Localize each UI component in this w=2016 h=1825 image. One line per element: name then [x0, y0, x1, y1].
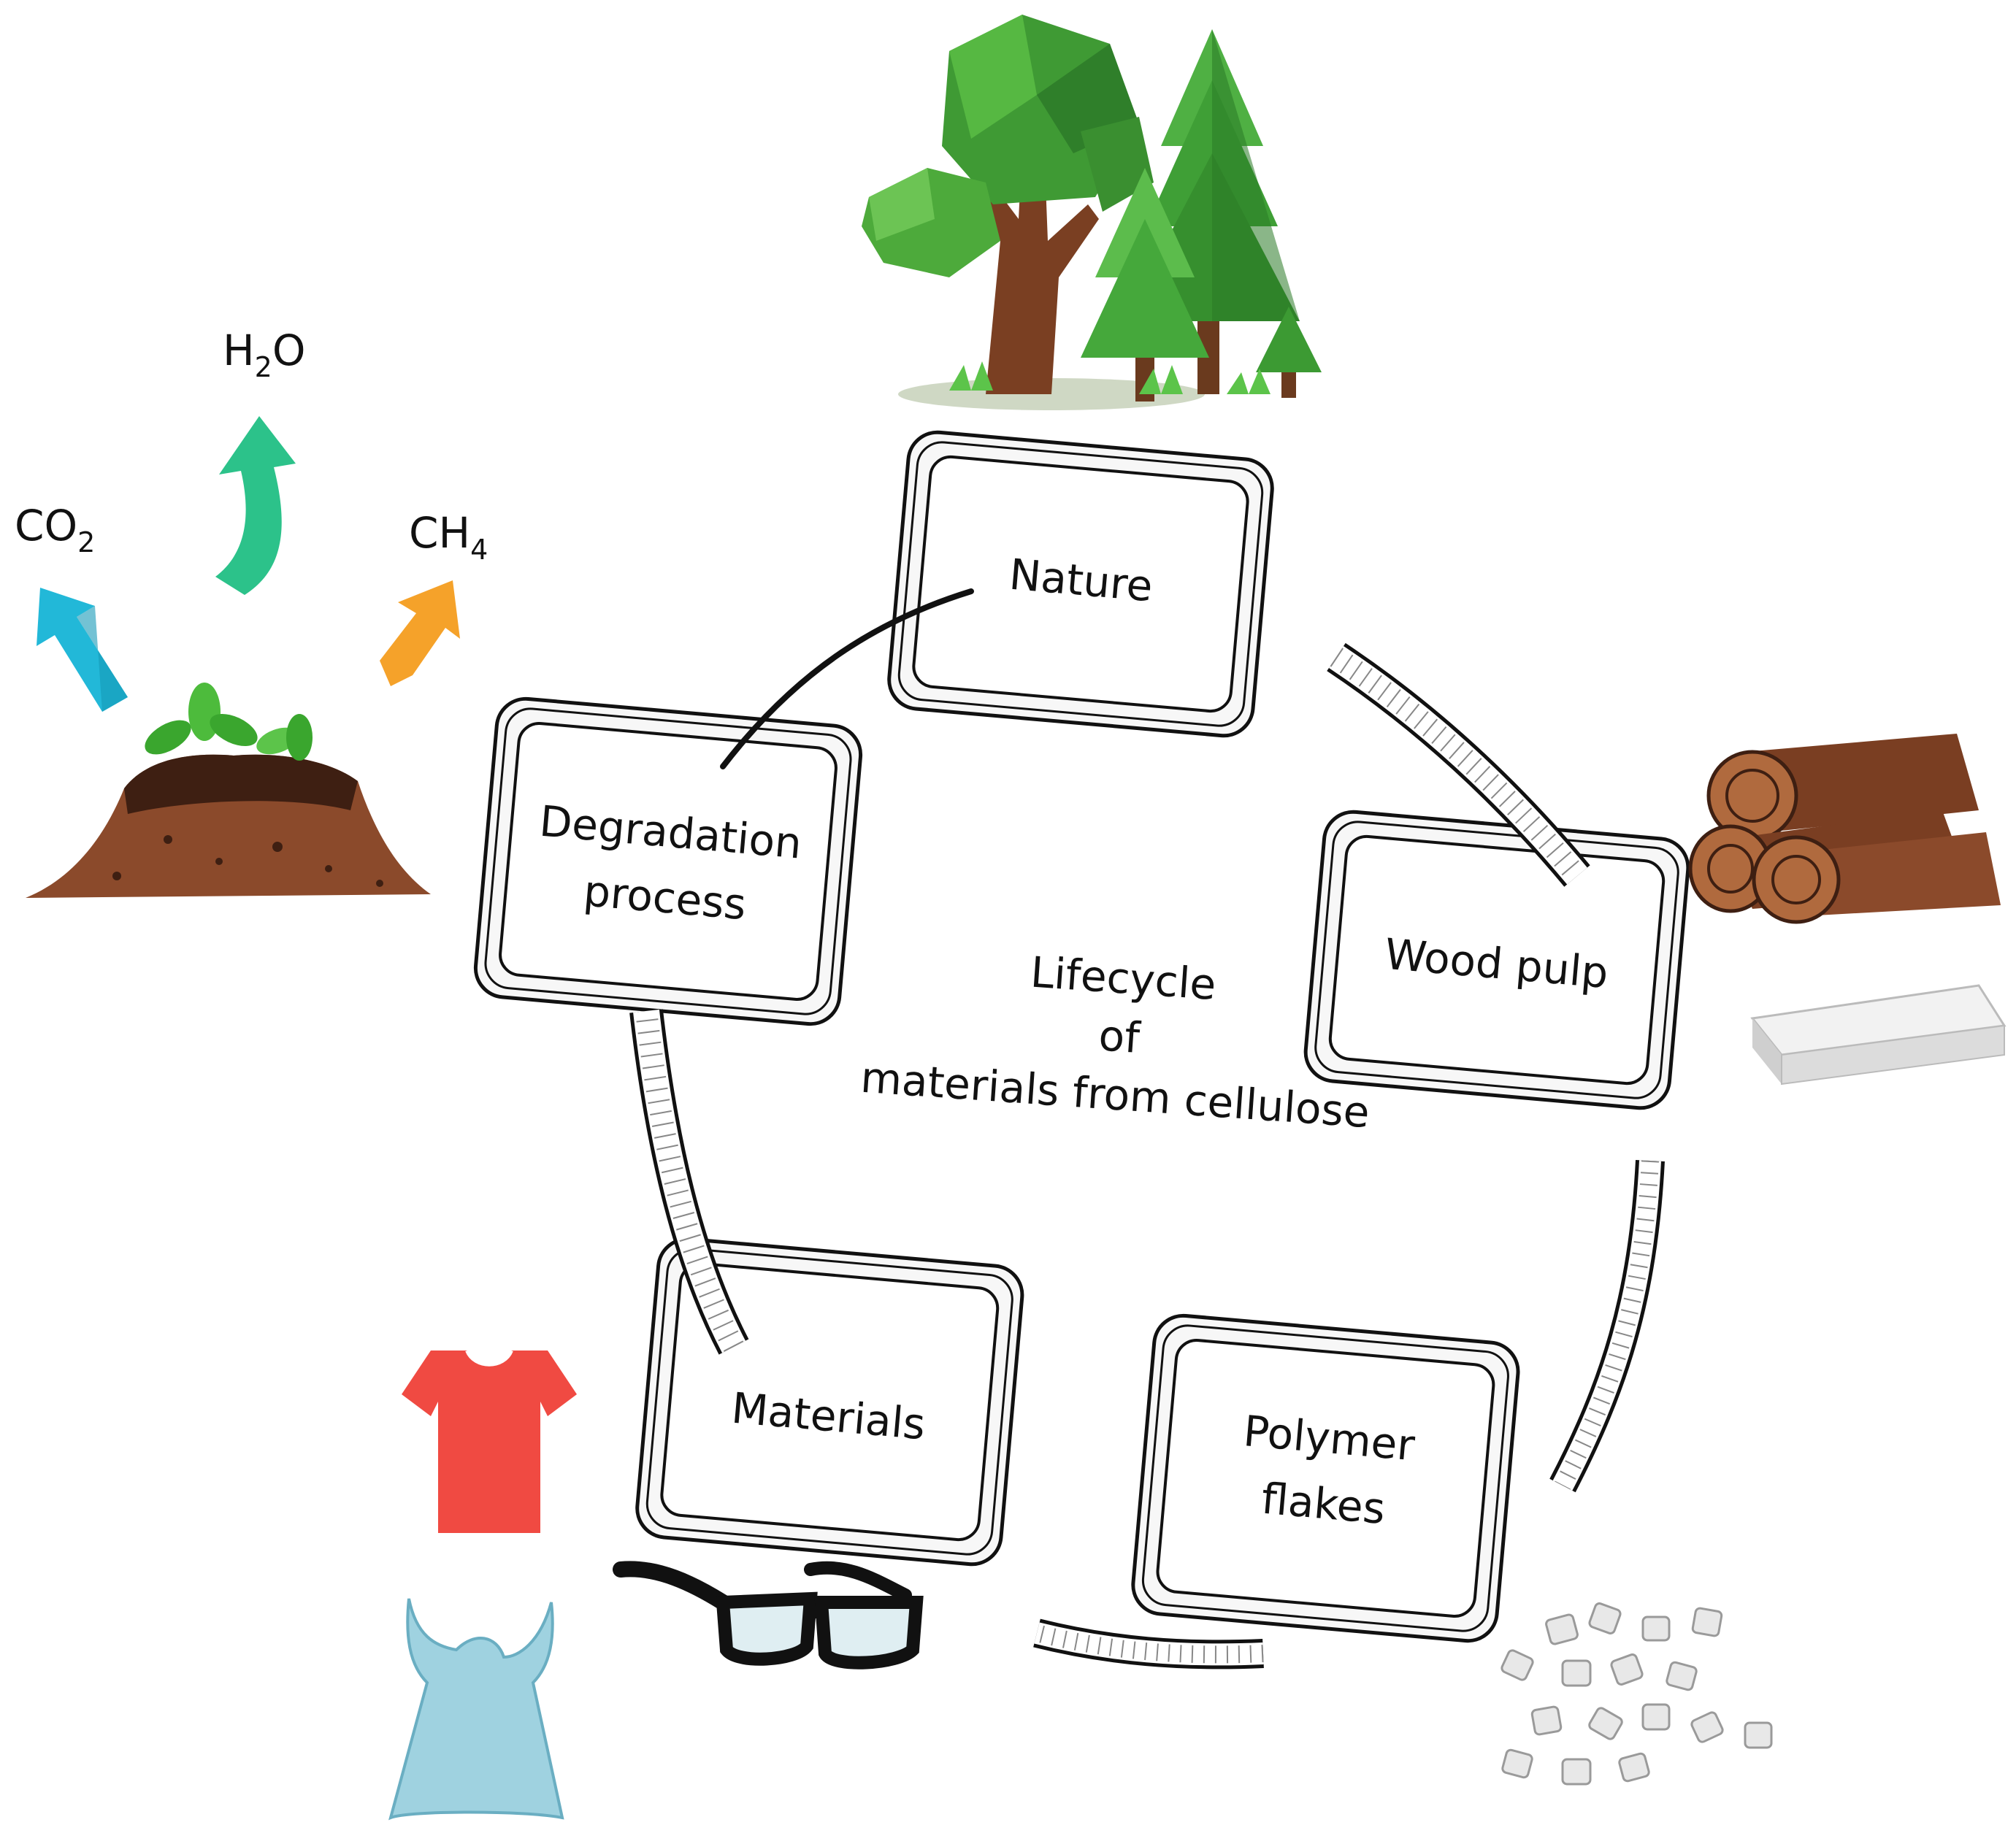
bag-icon	[388, 1598, 564, 1821]
stage-label-polymer-line2: flakes	[1260, 1474, 1387, 1534]
arrow-nature-to-degradation	[720, 588, 974, 769]
arrow-wood-pulp-to-polymer	[1549, 1159, 1665, 1493]
ch4-arrow-icon	[380, 580, 460, 686]
stage-box-nature: Nature	[887, 430, 1274, 738]
center-title-line3: materials from cellulose	[859, 1053, 1371, 1138]
co2-arrow-icon	[37, 588, 128, 712]
flakes-icon	[1500, 1602, 1773, 1786]
arrow-polymer-to-materials	[1033, 1618, 1264, 1670]
soil-icon	[26, 683, 431, 898]
h2o-arrow-icon	[215, 416, 296, 595]
glasses-icon	[613, 1561, 924, 1670]
shirt-icon	[402, 1349, 577, 1533]
center-title: Lifecycle of materials from cellulose	[859, 948, 1371, 1138]
stage-box-polymer-flakes: Polymer flakes	[1131, 1313, 1520, 1643]
h2o-label: H2O	[223, 326, 305, 383]
center-title-line2: of	[1097, 1010, 1143, 1063]
ch4-label: CH4	[409, 508, 488, 566]
arrow-nature-to-wood-pulp	[1327, 642, 1590, 887]
co2-label: CO2	[15, 501, 95, 558]
center-title-line1: Lifecycle	[1029, 948, 1218, 1010]
stage-box-wood-pulp: Wood pulp	[1303, 810, 1690, 1110]
stage-box-degradation: Degradation process	[473, 696, 863, 1026]
arrow-materials-to-degradation	[629, 1009, 749, 1355]
tree-icon	[862, 15, 1322, 410]
logs-icon	[1688, 734, 2001, 924]
paper-stack-icon	[1750, 984, 2007, 1086]
